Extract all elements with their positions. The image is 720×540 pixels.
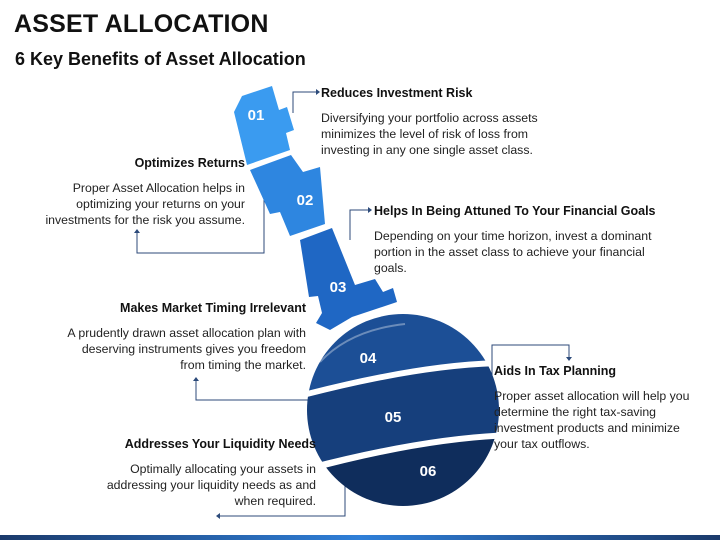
number-03: 03 bbox=[330, 279, 347, 296]
benefit-06-heading: Addresses Your Liquidity Needs bbox=[124, 437, 316, 451]
benefit-02: Optimizes Returns Proper Asset Allocatio… bbox=[20, 156, 245, 228]
page-title: ASSET ALLOCATION bbox=[14, 10, 269, 38]
number-05: 05 bbox=[385, 409, 402, 426]
connector-01 bbox=[292, 91, 316, 113]
benefit-05-text: Proper asset allocation will help you de… bbox=[494, 389, 690, 451]
connector-04 bbox=[195, 381, 318, 401]
connector-03 bbox=[349, 209, 368, 240]
benefit-02-text: Proper Asset Allocation helps in optimiz… bbox=[45, 181, 245, 227]
key-segment-01 bbox=[234, 86, 294, 165]
page-subtitle: 6 Key Benefits of Asset Allocation bbox=[15, 49, 306, 69]
benefit-01: Reduces Investment Risk Diversifying you… bbox=[321, 86, 571, 158]
key-segment-02 bbox=[250, 155, 325, 236]
benefit-04-heading: Makes Market Timing Irrelevant bbox=[120, 301, 306, 315]
connector-06 bbox=[220, 472, 346, 517]
key-segment-05 bbox=[307, 365, 499, 468]
benefit-06-text: Optimally allocating your assets in addr… bbox=[106, 462, 316, 508]
number-02: 02 bbox=[297, 192, 314, 209]
bottom-accent-bar bbox=[0, 535, 720, 540]
connector-dots bbox=[134, 89, 572, 519]
number-01: 01 bbox=[248, 107, 265, 124]
benefit-03: Helps In Being Attuned To Your Financial… bbox=[374, 204, 664, 276]
benefit-06: Addresses Your Liquidity Needs Optimally… bbox=[80, 437, 316, 509]
connectors bbox=[136, 91, 570, 517]
number-04: 04 bbox=[360, 350, 377, 367]
connector-05 bbox=[491, 344, 570, 382]
number-06: 06 bbox=[420, 463, 437, 480]
benefit-02-heading: Optimizes Returns bbox=[134, 156, 245, 170]
benefit-01-text: Diversifying your portfolio across asset… bbox=[321, 111, 538, 157]
connector-02 bbox=[136, 190, 265, 254]
benefit-05-heading: Aids In Tax Planning bbox=[494, 364, 617, 378]
key-bow-highlight bbox=[319, 323, 406, 363]
benefit-03-text: Depending on your time horizon, invest a… bbox=[374, 229, 652, 275]
benefit-04-text: A prudently drawn asset allocation plan … bbox=[67, 326, 306, 372]
benefit-05: Aids In Tax Planning Proper asset alloca… bbox=[494, 364, 704, 452]
key-segment-03 bbox=[300, 228, 397, 330]
key-bow bbox=[307, 314, 499, 506]
benefit-03-heading: Helps In Being Attuned To Your Financial… bbox=[374, 204, 656, 218]
benefit-01-heading: Reduces Investment Risk bbox=[321, 86, 473, 100]
benefit-04: Makes Market Timing Irrelevant A prudent… bbox=[60, 301, 306, 373]
